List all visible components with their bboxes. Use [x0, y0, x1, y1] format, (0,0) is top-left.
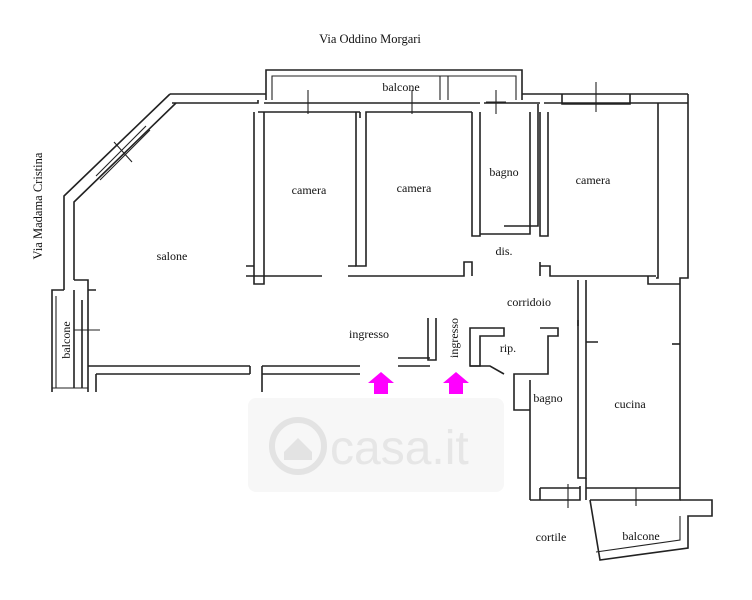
room-label-salone: salone — [157, 249, 188, 263]
room-label-rip: rip. — [500, 341, 516, 355]
watermark: casa.it — [248, 398, 504, 492]
room-label-balcone-bottom: balcone — [622, 529, 659, 543]
room-label-camera-2: camera — [397, 181, 432, 195]
room-label-balcone-top: balcone — [382, 80, 419, 94]
house-arrow-icon — [368, 372, 394, 394]
street-top: Via Oddino Morgari — [319, 32, 421, 46]
room-label-camera-3: camera — [576, 173, 611, 187]
room-label-balcone-left: balcone — [59, 321, 73, 358]
house-arrow-icon — [443, 372, 469, 394]
room-label-camera-1: camera — [292, 183, 327, 197]
interior-walls — [87, 75, 680, 508]
room-label-cortile: cortile — [536, 530, 567, 544]
entrance-arrow-right — [443, 372, 469, 394]
outer-walls — [51, 69, 713, 561]
house-logo-icon — [269, 417, 327, 475]
room-label-ingresso-side: ingresso — [447, 318, 461, 358]
entrance-arrow-left — [368, 372, 394, 394]
room-label-bagno-top: bagno — [489, 165, 518, 179]
room-label-corridoio: corridoio — [507, 295, 551, 309]
room-label-dis: dis. — [495, 244, 512, 258]
room-label-ingresso-main: ingresso — [349, 327, 389, 341]
watermark-text: casa.it — [330, 422, 469, 475]
street-left: Via Madama Cristina — [31, 152, 45, 259]
room-label-bagno-bottom: bagno — [533, 391, 562, 405]
room-label-cucina: cucina — [614, 397, 646, 411]
